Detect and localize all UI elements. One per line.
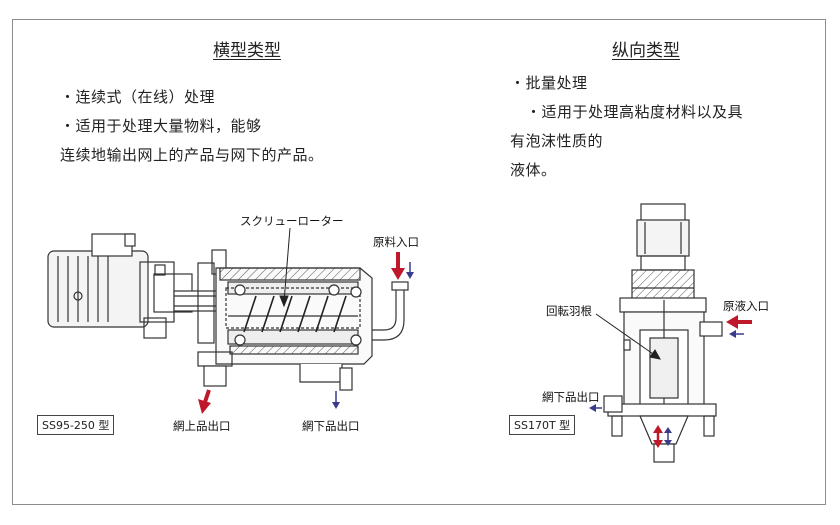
liquid-inlet-label: 原液入口	[723, 299, 769, 313]
horizontal-desc-line: 连续地输出网上的产品与网下的产品。	[60, 146, 324, 164]
screw-flights-drawing	[243, 295, 347, 333]
liquid-inlet-arrows	[726, 315, 752, 338]
horizontal-type-title: 横型类型	[213, 41, 281, 61]
vertical-model-tag: SS170T 型	[509, 415, 576, 435]
vertical-type-title: 纵向类型	[612, 41, 680, 61]
horizontal-bullet-2: ・适用于处理大量物料，能够	[60, 117, 262, 135]
lower-outlet-label: 網下品出口	[302, 419, 360, 433]
horizontal-machine	[47, 233, 409, 391]
vertical-motor-drawing	[636, 203, 690, 271]
horizontal-bullet-1: ・连续式（在线）处理	[60, 88, 216, 106]
vertical-lower-outlet-arrow	[589, 404, 602, 412]
liquid-inlet-pipe-drawing	[699, 321, 723, 337]
inlet-pipe-drawing	[372, 281, 409, 341]
impeller-label: 回転羽根	[546, 304, 592, 318]
vertical-machine	[603, 203, 723, 463]
lower-outlet-drawing	[299, 364, 353, 391]
horizontal-model-tag: SS95-250 型	[37, 415, 115, 435]
vertical-bullet-2: ・适用于处理高粘度材料以及具	[526, 103, 744, 121]
vertical-lower-outlet-label: 網下品出口	[542, 390, 600, 404]
figure-frame	[12, 19, 826, 505]
vertical-housing-drawing	[607, 269, 717, 463]
impeller-pointer	[595, 313, 661, 360]
vertical-bullet-1: ・批量处理	[510, 74, 588, 92]
barrel-drawing	[215, 267, 373, 365]
vertical-desc-line-2: 液体。	[510, 161, 557, 179]
vertical-desc-line-1: 有泡沫性质的	[510, 132, 604, 150]
lower-outlet-arrows	[332, 391, 340, 409]
side-outlet-drawing	[603, 395, 623, 413]
screw-rotor-pointer	[279, 227, 291, 308]
raw-inlet-label: 原料入口	[373, 235, 419, 249]
raw-inlet-arrows	[391, 252, 414, 280]
upper-outlet-label: 網上品出口	[173, 419, 231, 433]
shaft-drawing	[143, 249, 227, 344]
screw-rotor-label: スクリューローター	[240, 214, 344, 228]
motor-drawing	[47, 233, 193, 328]
vertical-bottom-arrows	[653, 425, 672, 448]
upper-outlet-arrow	[198, 389, 211, 414]
upper-outlet-drawing	[197, 351, 233, 387]
